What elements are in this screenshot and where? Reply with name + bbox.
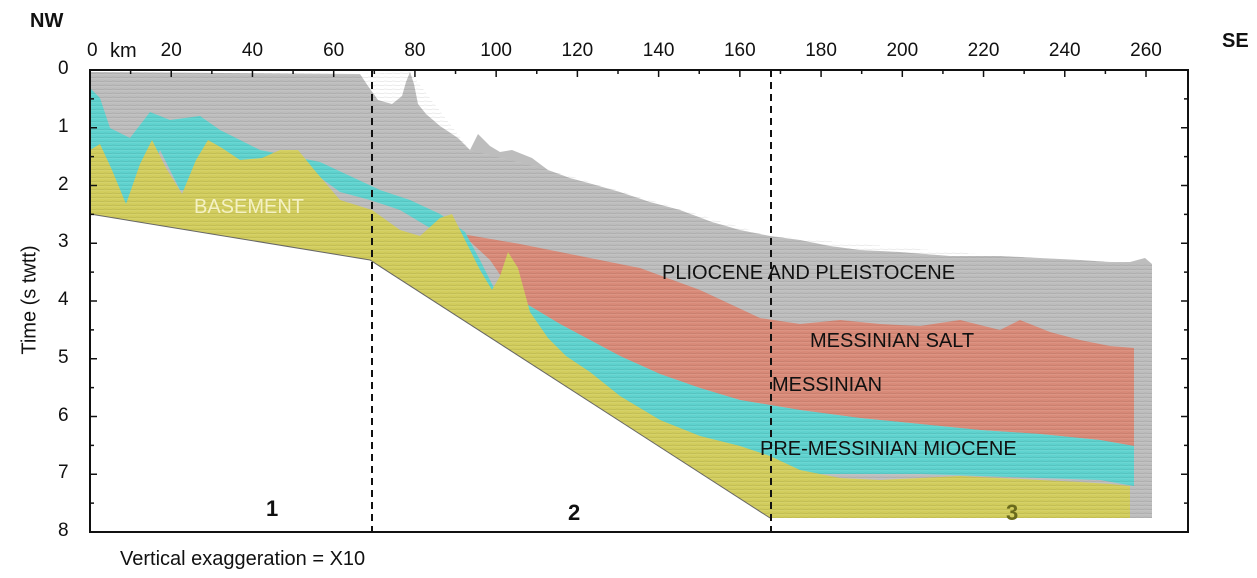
y-tick-label: 6 (58, 404, 69, 426)
y-tick-label: 0 (58, 58, 69, 79)
y-tick-label: 5 (58, 346, 69, 368)
zone-2-label: 2 (568, 500, 581, 525)
y-tick-label: 2 (58, 173, 69, 195)
x-tick-label: 180 (805, 40, 837, 61)
x-tick-label: 140 (642, 40, 675, 61)
y-tick-label: 3 (58, 231, 69, 253)
x-tick-label: 80 (404, 40, 426, 61)
y-tick-label: 8 (58, 520, 69, 541)
x-tick-label: 60 (323, 40, 345, 61)
x-tick-label: 240 (1048, 40, 1081, 61)
y-tick-label: 7 (58, 462, 69, 484)
zone-3-label: 3 (1006, 500, 1019, 525)
direction-se-label: SE (1222, 30, 1249, 52)
x-unit-label: km (110, 40, 137, 62)
y-axis-label: Time (s twtt) (18, 245, 41, 355)
messinian-label: MESSINIAN (772, 374, 883, 396)
direction-nw-label: NW (30, 10, 64, 32)
x-tick-label: 260 (1130, 40, 1162, 61)
x-tick-label: 0 (87, 40, 98, 61)
pliocene-label: PLIOCENE AND PLEISTOCENE (662, 262, 956, 284)
pre-messinian-label: PRE-MESSINIAN MIOCENE (760, 438, 1017, 460)
x-tick-label: 20 (160, 40, 182, 61)
vertical-exaggeration-note: Vertical exaggeration = X10 (120, 548, 366, 570)
x-tick-label: 160 (723, 40, 756, 61)
x-tick-label: 200 (886, 40, 919, 61)
x-tick-label: 100 (480, 40, 512, 61)
basement-base-line (89, 213, 771, 519)
basement-label: BASEMENT (194, 196, 305, 218)
y-tick-label: 1 (58, 115, 69, 137)
x-tick-label: 40 (241, 40, 264, 61)
axis-tick-marks (89, 69, 1188, 533)
zone-1-label: 1 (266, 496, 279, 521)
seismic-texture (90, 72, 1152, 518)
y-tick-label: 4 (58, 289, 69, 310)
x-tick-label: 220 (967, 40, 1000, 61)
messinian-salt-label: MESSINIAN SALT (810, 330, 975, 352)
x-tick-label: 120 (561, 40, 594, 61)
